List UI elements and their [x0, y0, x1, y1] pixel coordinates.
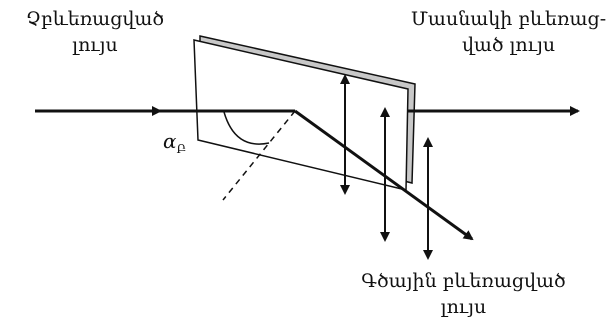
linearly-polarized-light-label: Գծային բևեռացված լույս: [320, 268, 607, 320]
partially-polarized-label-line2: ված լույս: [461, 34, 556, 56]
partially-polarized-label-line1: Մասնակի բևեռաց-: [410, 8, 607, 30]
brewster-angle-arc: [223, 111, 270, 145]
unpolarized-label-line2: լույս: [72, 34, 118, 56]
partially-polarized-light-label: Մասնակի բևեռաց- ված լույս: [410, 6, 607, 58]
unpolarized-label-line1: Չբևեռացված: [25, 8, 165, 30]
angle-symbol: α: [163, 129, 177, 153]
normal-dashed-line: [222, 110, 296, 201]
linearly-polarized-label-line1: Գծային բևեռացված: [361, 270, 566, 292]
brewster-angle-label: αԲ: [163, 129, 186, 156]
angle-subscript: Բ: [176, 142, 187, 156]
linearly-polarized-label-line2: լույս: [440, 296, 487, 318]
unpolarized-light-label: Չբևեռացված լույս: [0, 6, 190, 58]
